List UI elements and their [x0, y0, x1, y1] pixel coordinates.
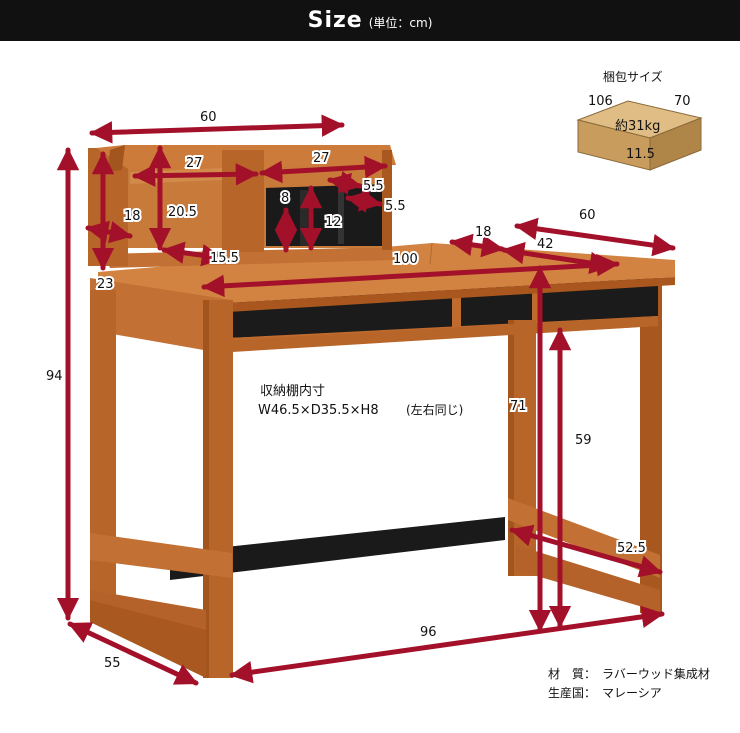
- dim-hutch-shelf-right: 27: [313, 151, 330, 166]
- storage-spec: W46.5×D35.5×H8: [258, 403, 379, 418]
- storage-note: (左右同じ): [406, 402, 463, 417]
- dim-hutch-shelf-left: 27: [186, 156, 203, 171]
- origin-label: 生産国：: [548, 685, 596, 700]
- dim-hutch-base: 23: [97, 277, 114, 292]
- dim-knee-height: 59: [575, 433, 592, 448]
- storage-title: 収納棚内寸: [260, 383, 325, 399]
- material-label: 材 質：: [548, 666, 596, 681]
- dim-bottom-depth: 55: [104, 656, 121, 671]
- package-height: 11.5: [626, 147, 655, 162]
- unit-label: (単位：cm): [368, 16, 433, 30]
- dimension-arrows: [56, 114, 676, 686]
- dim-bottom-width: 96: [420, 625, 437, 640]
- dim-right-inner-18: 18: [475, 225, 492, 240]
- dim-right-depth: 60: [579, 208, 596, 223]
- package-weight: 約31kg: [615, 119, 660, 134]
- origin-value: マレーシア: [602, 686, 662, 700]
- package-length: 106: [588, 94, 613, 109]
- dim-hutch-side-height: 18: [124, 209, 141, 224]
- dim-drawer-gap2: 5.5: [385, 199, 406, 214]
- hutch: [88, 145, 396, 268]
- dim-total-height: 94: [46, 369, 63, 384]
- dim-hutch-inner-height: 20.5: [168, 205, 197, 220]
- dim-leg-depth: 52.5: [617, 541, 646, 556]
- package-title: 梱包サイズ: [603, 69, 663, 84]
- size-header: Size (単位：cm): [0, 0, 740, 41]
- package-width: 70: [674, 94, 691, 109]
- desk: [90, 242, 675, 678]
- dim-desk-top-width: 100: [393, 252, 418, 267]
- dim-hutch-depth: 15.5: [210, 251, 239, 266]
- size-title: Size: [307, 8, 363, 33]
- dim-hutch-width: 60: [200, 110, 217, 125]
- material-value: ラバーウッド集成材: [602, 666, 710, 681]
- dim-drawer-gap1: 5.5: [363, 179, 384, 194]
- package-box: [576, 100, 703, 171]
- dim-drawer-h: 8: [281, 191, 289, 206]
- dim-right-inner-42: 42: [537, 237, 554, 252]
- dim-desk-height: 71: [510, 399, 527, 414]
- dim-drawer-h2: 12: [325, 215, 342, 230]
